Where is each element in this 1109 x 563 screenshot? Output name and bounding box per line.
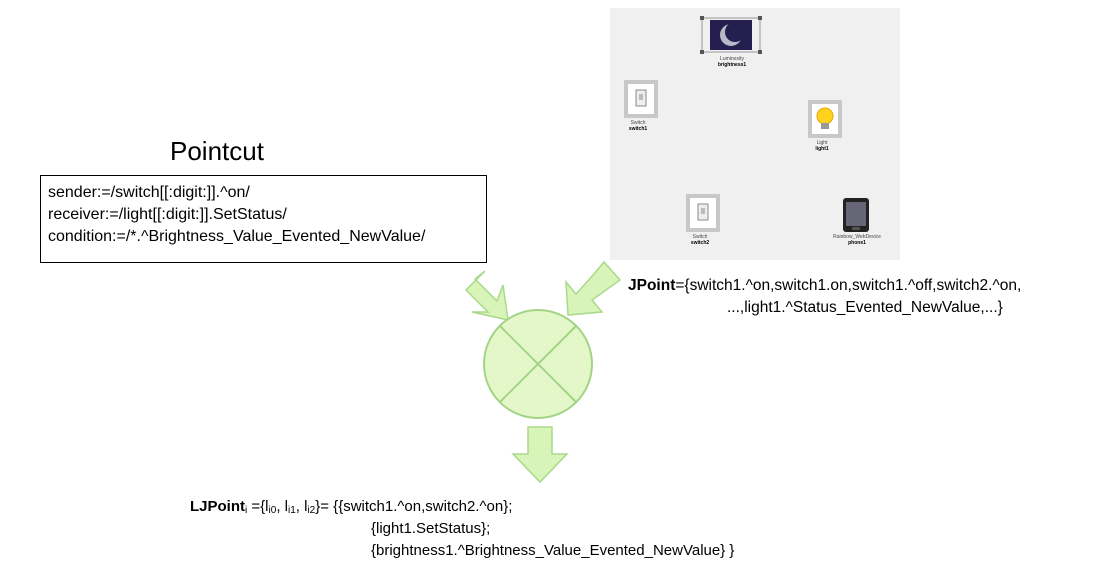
- phone-name-label: phone1: [848, 240, 866, 246]
- switch-icon: [624, 80, 658, 118]
- jpoint-arrow: [565, 260, 622, 316]
- jpoint-line-2: ...,light1.^Status_Evented_NewValue,...}: [727, 299, 1003, 316]
- switch1-name-label: switch1: [628, 126, 648, 132]
- ljpoint-line-1: LJPointi ={li0, li1, li2}= {{switch1.^on…: [190, 498, 512, 516]
- switch-icon: [686, 194, 720, 232]
- ljpoint-sub-2: i2: [307, 505, 316, 516]
- pointcut-receiver-line: receiver:=/light[[:digit:]].SetStatus/: [48, 206, 287, 223]
- ljpoint-sub-0: i0: [268, 505, 277, 516]
- luminosity-name-label: brightness1: [717, 62, 747, 68]
- ljpoint-line-3: {brightness1.^Brightness_Value_Evented_N…: [371, 542, 735, 559]
- ljpoint-subscript-i: i: [245, 505, 248, 516]
- pointcut-condition-line: condition:=/*.^Brightness_Value_Evented_…: [48, 228, 426, 245]
- switch1-type-label: Switch: [630, 120, 646, 126]
- switch2-name-label: switch2: [690, 240, 710, 246]
- light-type-label: Light: [816, 140, 828, 146]
- pointcut-title: Pointcut: [170, 136, 264, 166]
- luminosity-type-label: Luminosity: [720, 56, 744, 62]
- ljpoint-label: LJPoint: [190, 498, 245, 515]
- ljpoint-sep-2: , l: [295, 498, 308, 515]
- ljpoint-sep-1: , l: [276, 498, 288, 515]
- down-arrow: [511, 426, 569, 484]
- pointcut-arrow: [464, 270, 509, 321]
- phone-icon: [843, 198, 869, 232]
- ljpoint-sub-1: i1: [287, 505, 296, 516]
- combiner-circle: [483, 309, 593, 419]
- phone-type-label: Rainbow_WebDevice: [833, 234, 881, 240]
- ljpoint-line-2: {light1.SetStatus};: [371, 520, 491, 537]
- light-name-label: light1: [815, 146, 829, 152]
- pointcut-sender-line: sender:=/switch[[:digit:]].^on/: [48, 184, 250, 201]
- pointcut-box: sender:=/switch[[:digit:]].^on/ receiver…: [40, 175, 487, 263]
- lightbulb-icon: [808, 100, 842, 138]
- jpoint-line-1: JPoint={switch1.^on,switch1.on,switch1.^…: [628, 274, 1021, 298]
- device-canvas: Luminosity brightness1 Switch switch1 Li…: [610, 8, 900, 260]
- moon-icon: [700, 16, 762, 54]
- switch2-type-label: Switch: [692, 234, 708, 240]
- ljpoint-eq: ={l: [247, 498, 269, 515]
- jpoint-label: JPoint: [628, 277, 676, 294]
- jpoint-set-part1: ={switch1.^on,switch1.on,switch1.^off,sw…: [675, 277, 1022, 294]
- ljpoint-switch-set: }= {{switch1.^on,switch2.^on};: [315, 498, 513, 515]
